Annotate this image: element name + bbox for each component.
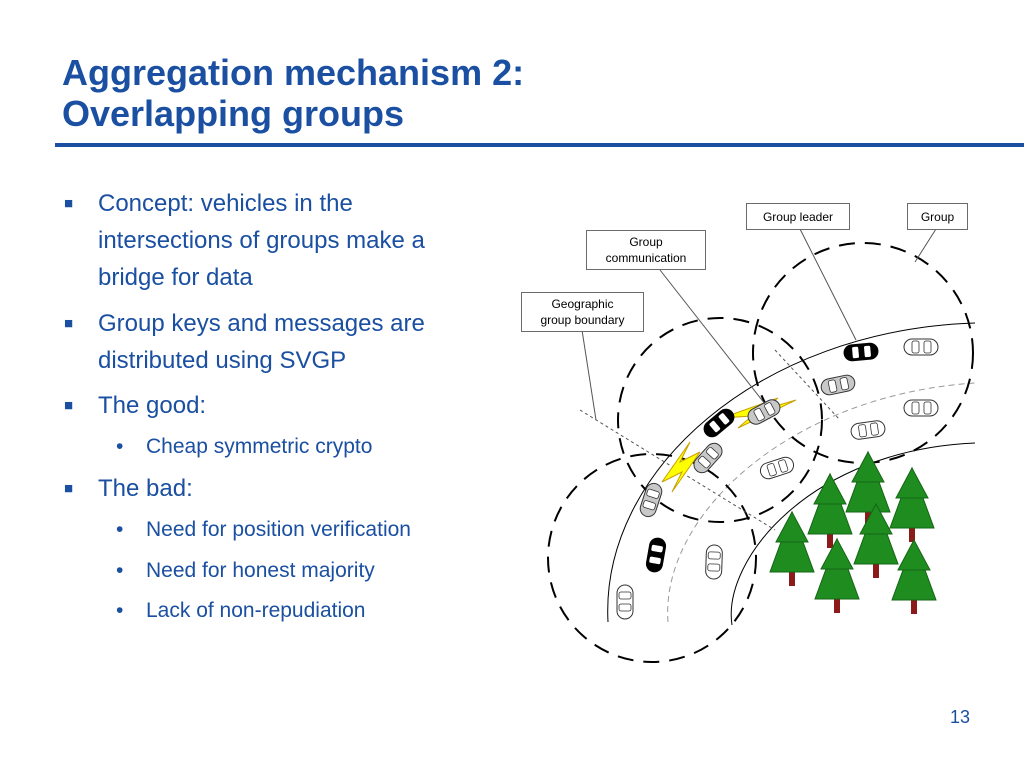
- bullet-concept: ■ Concept: vehicles in the intersections…: [64, 185, 504, 296]
- round-bullet-icon: •: [116, 599, 124, 622]
- sub-bullet-position-verification: • Need for position verification: [116, 516, 516, 544]
- sub-bullet-honest-majority: • Need for honest majority: [116, 557, 516, 585]
- bullet-text: Need for honest majority: [146, 559, 375, 582]
- sub-bullet-non-repudiation: • Lack of non-repudiation: [116, 597, 516, 625]
- round-bullet-icon: •: [116, 518, 124, 541]
- round-bullet-icon: •: [116, 559, 124, 582]
- bullet-the-good: ■ The good:: [64, 387, 504, 424]
- callout-pointer-geographic-boundary: [581, 329, 597, 421]
- road-outer-edge: [607, 322, 976, 623]
- bullet-group-keys: ■ Group keys and messages are distribute…: [64, 305, 504, 379]
- car-other: [616, 584, 634, 620]
- round-bullet-icon: •: [116, 435, 124, 458]
- lightning-bolt-left: [661, 441, 701, 493]
- square-bullet-icon: ■: [64, 315, 74, 332]
- page-number: 13: [949, 707, 970, 727]
- car-other: [903, 338, 939, 356]
- callout-pointer-group: [914, 228, 937, 263]
- square-bullet-icon: ■: [64, 195, 74, 212]
- car-other: [704, 544, 724, 580]
- road-inner-edge: [730, 442, 976, 626]
- callout-geographic-group-boundary: Geographic group boundary: [521, 292, 644, 332]
- callout-group: Group: [907, 203, 968, 230]
- lane-divider: [667, 382, 976, 623]
- sub-bullet-cheap-crypto: • Cheap symmetric crypto: [116, 433, 516, 461]
- car-other: [903, 399, 939, 417]
- bullet-the-bad: ■ The bad:: [64, 470, 504, 507]
- square-bullet-icon: ■: [64, 480, 74, 497]
- car-other: [757, 454, 797, 482]
- group-boundary-right: [752, 242, 974, 464]
- car-leader: [842, 342, 880, 362]
- bullet-text: Group keys and messages are distributed …: [98, 310, 425, 374]
- tree-icon: [807, 473, 853, 549]
- car-other: [849, 419, 887, 441]
- slide-title-line-1: Aggregation mechanism 2:: [62, 52, 525, 93]
- square-bullet-icon: ■: [64, 397, 74, 414]
- bullet-text: Cheap symmetric crypto: [146, 435, 373, 458]
- tree-icon: [853, 503, 899, 579]
- callout-pointer-group-communication: [659, 269, 766, 405]
- bullet-text: Need for position verification: [146, 518, 411, 541]
- geographic-boundary-line-2: [774, 349, 841, 421]
- callout-pointer-group-leader: [799, 228, 857, 341]
- bullet-text: Lack of non-repudiation: [146, 599, 366, 622]
- slide-title-line-2: Overlapping groups: [62, 93, 405, 134]
- car-leader: [700, 405, 738, 441]
- callout-group-leader: Group leader: [746, 203, 850, 230]
- title-underline: [55, 143, 1024, 147]
- tree-icon: [889, 467, 935, 543]
- car-member: [819, 373, 857, 397]
- bullet-text: The good:: [98, 392, 207, 419]
- group-boundary-middle: [617, 317, 823, 523]
- car-leader: [644, 536, 668, 574]
- slide-title: Aggregation mechanism 2: Overlapping gro…: [62, 52, 524, 134]
- tree-icon: [814, 538, 860, 614]
- callout-group-communication: Group communication: [586, 230, 706, 270]
- group-boundary-left: [547, 453, 757, 663]
- bullet-text: The bad:: [98, 475, 193, 502]
- tree-icon: [891, 539, 937, 615]
- bullet-text: Concept: vehicles in the intersections o…: [98, 190, 425, 291]
